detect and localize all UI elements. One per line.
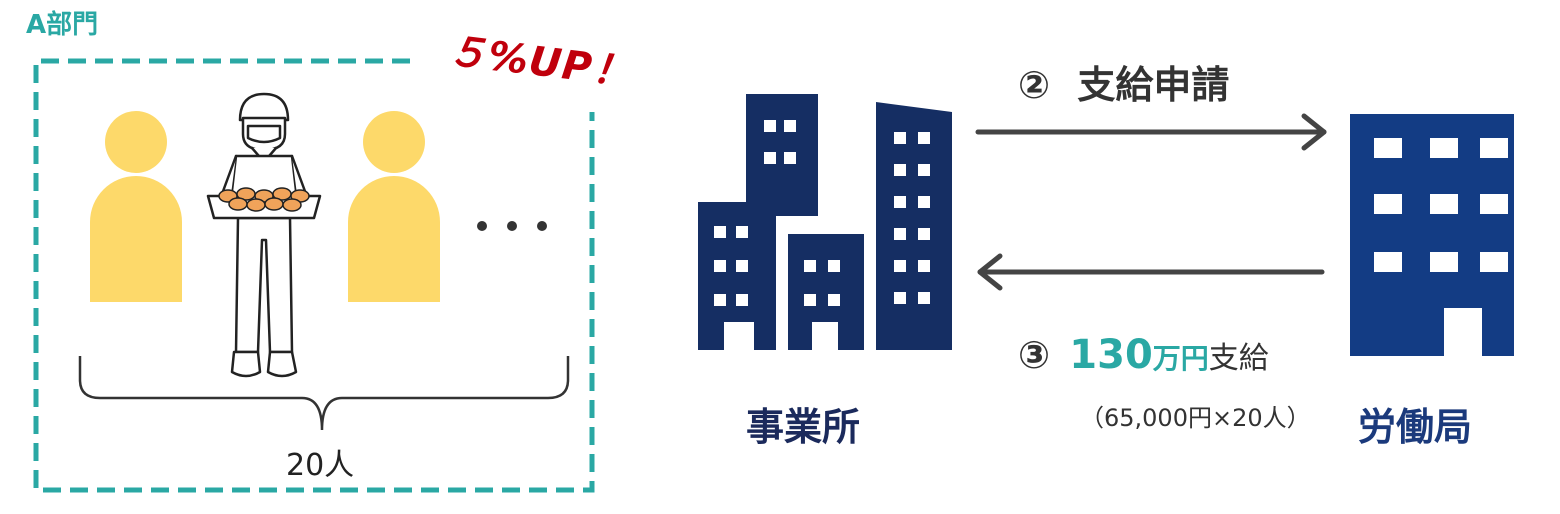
flow-arrows xyxy=(975,113,1327,291)
step3-marker: ③ xyxy=(1018,333,1051,377)
person-silhouette-icon xyxy=(348,111,440,302)
person-silhouette-icon xyxy=(90,111,182,302)
office-buildings-icon xyxy=(698,94,952,350)
office-label: 事業所 xyxy=(746,405,861,449)
bureau-label: 労働局 xyxy=(1358,405,1473,449)
headcount-brace xyxy=(78,356,570,431)
worker-with-tray-icon xyxy=(206,92,322,378)
step3-payment: ③ 130万円支給 xyxy=(1018,332,1269,378)
labor-bureau-building-icon xyxy=(1350,114,1514,356)
step3-action: 支給 xyxy=(1208,341,1269,376)
step3-unit: 万円 xyxy=(1152,342,1209,375)
headcount-label: 20人 xyxy=(286,448,355,483)
step3-calculation: （65,000円×20人） xyxy=(1080,404,1311,432)
step2-application: ② 支給申請 xyxy=(1018,54,1229,109)
right-arrow-icon xyxy=(975,113,1327,151)
step2-marker: ② xyxy=(1018,63,1051,107)
department-label: A部門 xyxy=(26,10,99,40)
step2-text: 支給申請 xyxy=(1077,63,1230,107)
ellipsis-icon xyxy=(477,221,547,231)
step3-amount: 130 xyxy=(1069,332,1153,378)
left-arrow-icon xyxy=(977,253,1325,291)
